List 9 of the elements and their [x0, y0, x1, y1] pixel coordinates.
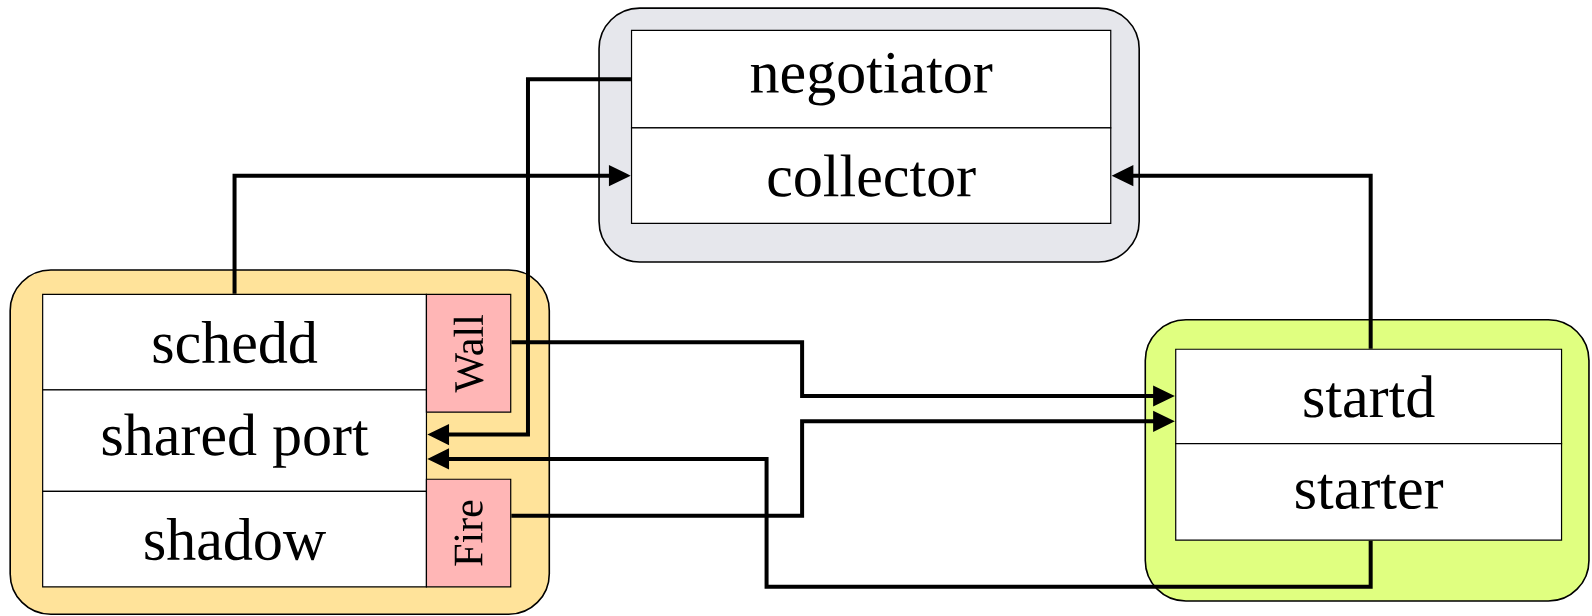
process-box: shared port — [42, 389, 428, 492]
process-box: negotiator — [630, 29, 1112, 129]
firewall-box: Fire — [425, 478, 512, 588]
process-box: shadow — [42, 490, 428, 588]
firewall-box: Wall — [425, 293, 512, 413]
process-box: schedd — [42, 293, 428, 391]
process-box: startd — [1175, 348, 1563, 445]
process-box: starter — [1175, 442, 1563, 541]
process-box: collector — [630, 127, 1112, 224]
